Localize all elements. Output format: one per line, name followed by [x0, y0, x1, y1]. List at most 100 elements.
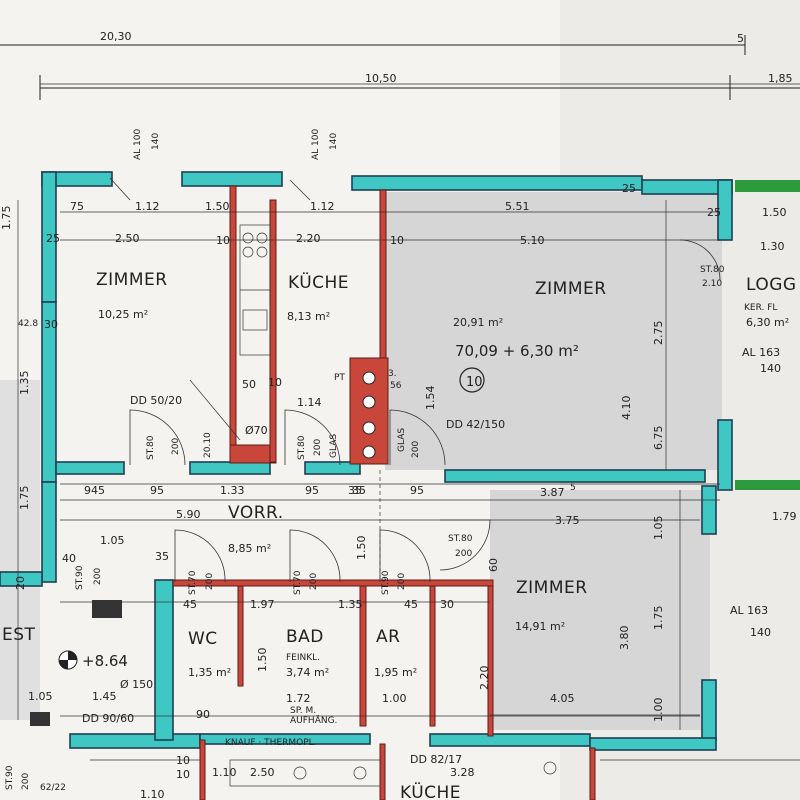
- room-area-ar: 1,95 m²: [374, 666, 417, 679]
- window-label-4a: AL 163: [730, 604, 768, 617]
- dim-st90a: ST.90: [381, 570, 391, 595]
- room-name-ar: AR: [376, 627, 400, 647]
- room-name-zimmer-1: ZIMMER: [96, 270, 168, 290]
- dim-a7: 25: [707, 206, 721, 219]
- window-label-3b: 140: [760, 362, 781, 375]
- room-name-wc: WC: [188, 629, 218, 649]
- dim-top-right: 1,85: [768, 72, 793, 85]
- dim-j1: Ø 150: [120, 678, 153, 691]
- dim-h6: 1.75: [652, 606, 665, 631]
- dim-st2: 20.10: [203, 432, 213, 458]
- dim-g5: 200: [455, 549, 472, 559]
- dim-b1: 25: [46, 232, 60, 245]
- room-area-zimmer-1: 10,25 m²: [98, 308, 148, 321]
- window-label-1a: AL 100: [133, 129, 143, 160]
- room-name-zimmer-3: ZIMMER: [516, 578, 588, 598]
- dim-l1: 3.28: [450, 766, 475, 779]
- dim-st1: ST.80: [146, 435, 156, 460]
- room-name-loggia: LOGG: [746, 275, 797, 295]
- dim-b5: 10: [390, 234, 404, 247]
- dim-left3: 42.8: [18, 319, 38, 329]
- window-label-2b: 140: [329, 133, 339, 150]
- dim-r2: 4.10: [620, 396, 633, 421]
- dim-h5: 30: [440, 598, 454, 611]
- room-area-wc: 1,35 m²: [188, 666, 231, 679]
- room-name-kueche-bottom: KÜCHE: [400, 781, 461, 800]
- dim-st70a: ST.70: [188, 570, 198, 595]
- window-label-2a: AL 100: [311, 129, 321, 160]
- dim-r4: 2.10: [702, 279, 722, 289]
- dim-b2: 2.50: [115, 232, 140, 245]
- elevation-label: +8.64: [82, 652, 128, 670]
- dim-left11: 200: [21, 773, 31, 790]
- grey-zone-zimmer3: [490, 490, 710, 730]
- dim-left4: 30: [44, 318, 58, 331]
- dim-sp: SP. M.: [290, 706, 316, 716]
- window-label-3a: AL 163: [742, 346, 780, 359]
- dim-right1: 1.79: [772, 510, 797, 523]
- dim-e7: 3.87: [540, 486, 565, 499]
- stair-mark: [92, 600, 122, 618]
- top-dimension-lines: [0, 35, 800, 100]
- room-name-bad: BAD: [286, 627, 324, 647]
- dim-a8: 1.50: [762, 206, 787, 219]
- dim-b7: 1.30: [760, 240, 785, 253]
- dim-st70d: 200: [309, 573, 319, 590]
- dim-dd3: DD 90/60: [82, 712, 134, 725]
- dim-g1: 1.05: [100, 534, 125, 547]
- dim-e8: 5: [570, 483, 576, 493]
- dim-dd5: 1.10: [212, 766, 237, 779]
- dim-g2: 35: [155, 550, 169, 563]
- dim-e1: 945: [84, 484, 105, 497]
- dim-k1: 1.05: [28, 690, 53, 703]
- room-area-zimmer-2: 20,91 m²: [453, 316, 503, 329]
- dim-top-small: 5: [737, 32, 744, 45]
- bottom-strip: [30, 600, 800, 787]
- grey-zone-right: [640, 192, 722, 470]
- dim-d5: 35: [352, 484, 366, 497]
- dim-a5: 5.51: [505, 200, 530, 213]
- room-area-kueche: 8,13 m²: [287, 310, 330, 323]
- room-area-zimmer-3: 14,91 m²: [515, 620, 565, 633]
- room-name-kueche: KÜCHE: [288, 271, 349, 293]
- dim-e4: 95: [305, 484, 319, 497]
- dim-g4: ST.80: [448, 534, 473, 544]
- window-label-1b: 140: [151, 133, 161, 150]
- dim-e2: 95: [150, 484, 164, 497]
- unit-number-circle: [459, 367, 485, 393]
- dim-st70c: ST.70: [293, 570, 303, 595]
- room-area-vorraum: 8,85 m²: [228, 542, 271, 555]
- room-name-est: EST: [2, 625, 36, 645]
- dim-r1: 2.75: [652, 321, 665, 346]
- green-railing-mid: [735, 480, 800, 490]
- shaft-circles: [362, 371, 376, 459]
- green-railing-top: [735, 180, 800, 192]
- dim-l3: 1.10: [140, 788, 165, 800]
- dim-r5: ST.80: [700, 265, 725, 275]
- dim-c2: 10: [268, 376, 282, 389]
- dim-dd1: DD 50/20: [130, 394, 182, 407]
- dim-left12: 62/22: [40, 783, 66, 793]
- room-sub-loggia: KER. FL: [744, 303, 777, 313]
- dim-i3: 3.80: [618, 626, 631, 651]
- grey-left-strip: [0, 380, 40, 720]
- dim-knauf: KNAUF · THERMOPL.: [225, 738, 317, 748]
- dim-left10: ST.90: [5, 765, 15, 790]
- dim-l2: 2.50: [250, 766, 275, 779]
- dim-left8: 40: [62, 552, 76, 565]
- dim-st1b: 200: [171, 438, 181, 455]
- dim-ten-b: 10: [176, 768, 190, 781]
- dim-e5: 35: [348, 484, 362, 497]
- dim-c3: 1.14: [297, 396, 322, 409]
- dim-k2: 1.45: [92, 690, 117, 703]
- room-area-loggia: 6,30 m²: [746, 316, 789, 329]
- dim-e3: 1.33: [220, 484, 245, 497]
- dim-st70b: 200: [205, 573, 215, 590]
- dim-left5: 1.75: [18, 486, 31, 511]
- interior-dimension-lines: [17, 200, 720, 730]
- door-swings: [109, 177, 721, 583]
- dim-j3: 1.00: [382, 692, 407, 705]
- dim-a6: 25: [622, 182, 636, 195]
- dim-st3b: 200: [313, 439, 323, 456]
- dim-dd2: DD 42/150: [446, 418, 505, 431]
